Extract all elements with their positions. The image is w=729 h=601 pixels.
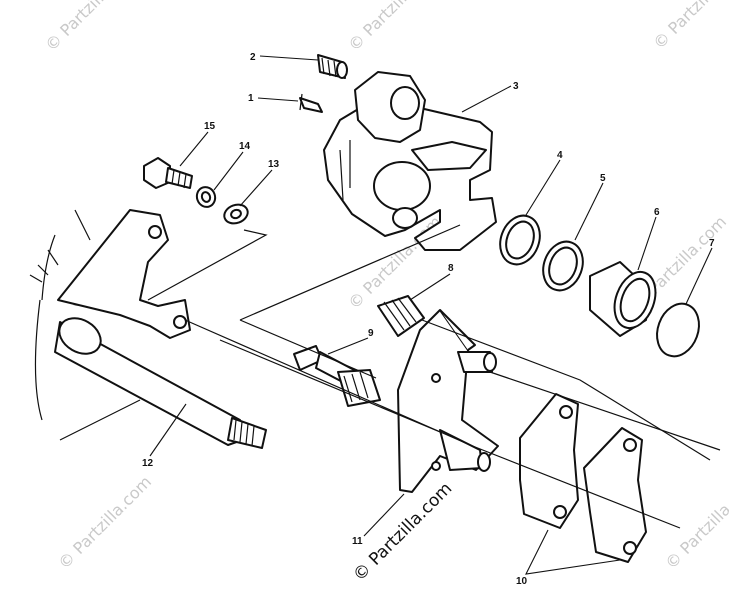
watermark-top-center: © Partzilla.com (344, 0, 445, 55)
watermark-top-left: © Partzilla.com (41, 0, 142, 55)
axle-spindle-part-12 (54, 317, 267, 449)
watermark-top-right: © Partzilla.com (649, 0, 729, 53)
callout-9: 9 (368, 328, 374, 339)
callout-leaders (149, 55, 713, 575)
watermark-bottom-right: © Partzilla.com (661, 472, 729, 573)
caliper-body-part-3 (323, 71, 497, 251)
callout-15: 15 (204, 121, 216, 132)
callout-2: 2 (250, 52, 256, 63)
callout-12: 12 (142, 458, 154, 469)
knuckle-arm (57, 209, 191, 339)
brake-pad-outer (583, 427, 647, 563)
lock-washer-part-14 (195, 186, 217, 208)
adjusting-screw-part-2 (317, 54, 348, 79)
bolt-part-15 (143, 157, 193, 189)
pin-spring-part-8 (377, 295, 425, 337)
callout-4: 4 (557, 150, 563, 161)
mounting-bracket-part-11 (397, 309, 499, 493)
callout-5: 5 (600, 173, 606, 184)
callout-13: 13 (268, 159, 280, 170)
frame-background (29, 209, 141, 441)
washer-part-13 (223, 203, 249, 225)
bleeder-screw-part-1 (299, 93, 323, 113)
piston-cap-part-7 (656, 302, 700, 358)
callout-10: 10 (516, 576, 528, 587)
callout-8: 8 (448, 263, 454, 274)
brake-pads-part-10 (519, 393, 647, 563)
piston-seal-rings (499, 214, 584, 292)
callout-7: 7 (709, 238, 715, 249)
callout-14: 14 (239, 141, 251, 152)
callout-3: 3 (513, 81, 519, 92)
callout-6: 6 (654, 207, 660, 218)
callout-labels: 1 2 3 4 5 6 7 8 9 10 11 12 13 14 15 (142, 52, 715, 587)
callout-11: 11 (352, 536, 363, 547)
callout-1: 1 (248, 93, 254, 104)
assembly-axis-lines (147, 224, 721, 529)
watermark-bottom-left: © Partzilla.com (54, 472, 155, 573)
piston-part-6 (589, 261, 657, 337)
